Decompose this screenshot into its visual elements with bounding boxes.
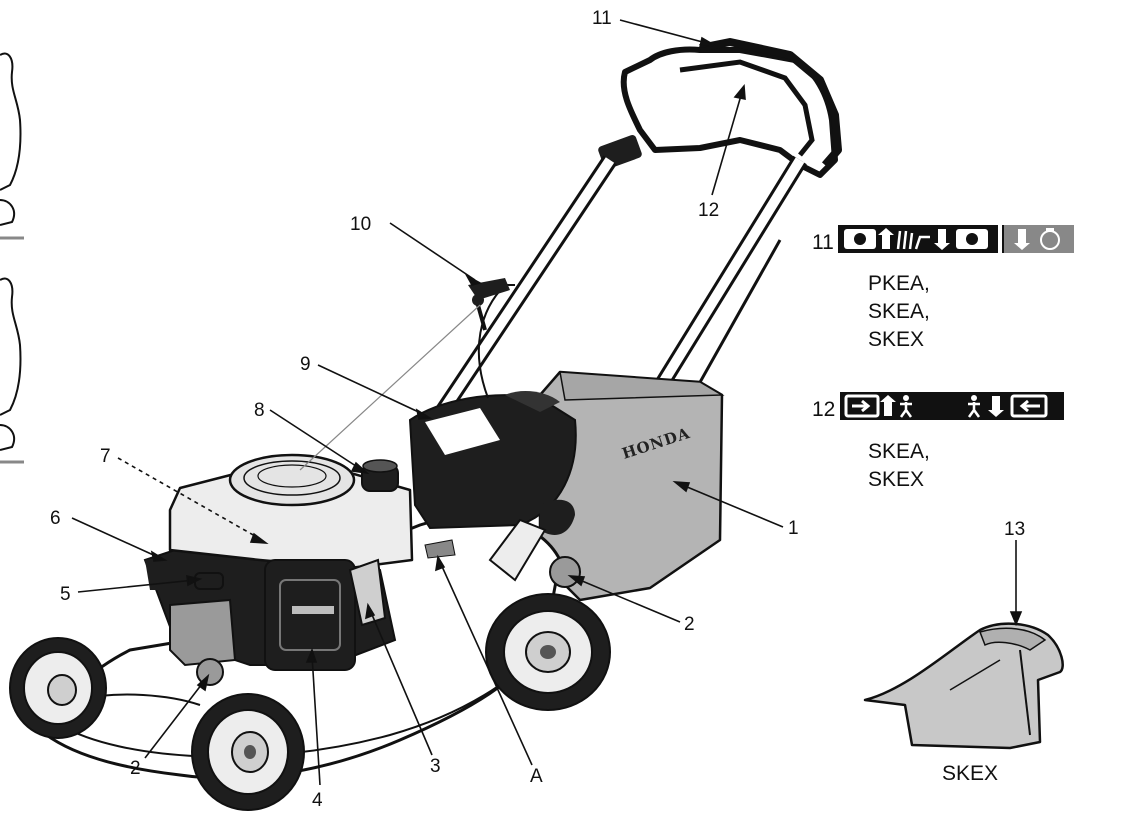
- symbol-strip-12: [840, 392, 1064, 420]
- operator-bail: [699, 38, 842, 168]
- control-cable: [688, 239, 782, 401]
- operator-figure-top: [0, 52, 24, 240]
- engine-stop-icon: [1040, 228, 1060, 250]
- callout-12: 12: [698, 200, 719, 221]
- engine-cover: [168, 468, 414, 570]
- drive-engage-icon: [844, 394, 880, 418]
- choke-lever: [194, 572, 224, 590]
- arrow-up-icon: [880, 395, 896, 416]
- legend-models-11: PKEA, SKEA, SKEX: [868, 272, 930, 351]
- handle-inner-bar: [679, 59, 815, 157]
- recoil-handle: [145, 553, 185, 590]
- legend-number-11: 11: [812, 231, 834, 254]
- wheel-rear-right: [485, 593, 611, 711]
- engine: [143, 453, 414, 671]
- spark-plug-cover: [169, 598, 237, 667]
- wheel-front-right: [191, 693, 305, 811]
- callout-7: 7: [100, 446, 111, 467]
- blade-brake-icon: [956, 229, 988, 249]
- callouts: 11 12 10 9 8 7 6 5 1 2 2 4 3 A 13: [50, 8, 1025, 811]
- callout-8: 8: [254, 400, 265, 421]
- callout-5: 5: [60, 584, 71, 605]
- callout-3: 3: [430, 756, 441, 777]
- recoil-starter: [228, 453, 356, 507]
- control-box: [299, 278, 577, 559]
- mulching-plug: [863, 622, 1064, 750]
- oil-filler: [348, 558, 387, 627]
- wheel-front-left: [9, 637, 107, 739]
- legend-models-12: SKEA, SKEX: [868, 440, 930, 491]
- label-plate-a: [424, 539, 456, 559]
- arrow-down-icon: [1014, 229, 1030, 250]
- callout-2-left: 2: [130, 758, 141, 779]
- callout-4: 4: [312, 790, 323, 811]
- height-adjust: [196, 499, 581, 686]
- blade-brake-engaged-icon: [844, 229, 876, 249]
- callout-a: A: [530, 766, 543, 787]
- arrow-down-icon: [934, 229, 950, 250]
- leader-lines: [71, 19, 1023, 786]
- legend-number-12: 12: [812, 398, 836, 421]
- callout-11: 11: [592, 8, 612, 29]
- callout-6: 6: [50, 508, 61, 529]
- callout-2-right: 2: [684, 614, 695, 635]
- walking-figure-icon: [967, 395, 981, 418]
- callout-9: 9: [300, 354, 311, 375]
- callout-13: 13: [1004, 519, 1025, 540]
- symbol-strip-11: [838, 225, 1074, 253]
- arrow-down-icon: [988, 396, 1004, 417]
- legend-models-13: SKEX: [942, 762, 999, 785]
- handle: [423, 38, 842, 435]
- drive-disengage-icon: [1010, 394, 1048, 418]
- callout-1: 1: [788, 518, 799, 539]
- operator-figure-bottom: [0, 277, 24, 464]
- callout-10: 10: [350, 214, 371, 235]
- arrow-up-icon: [878, 228, 894, 249]
- grass-cutting-icon: [896, 230, 930, 250]
- walking-figure-icon: [899, 395, 913, 418]
